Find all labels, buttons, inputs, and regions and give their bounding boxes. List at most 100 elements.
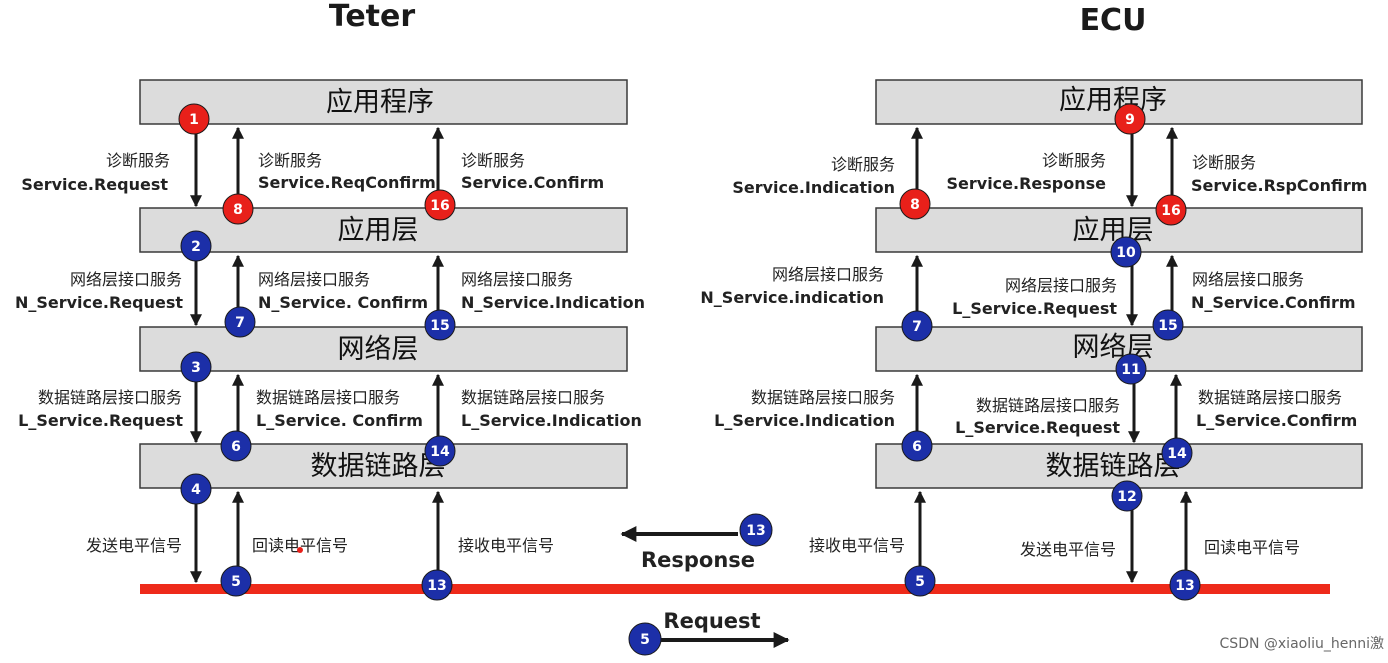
cursor-dot (297, 547, 303, 553)
ecu-n-conf-en: N_Service.Confirm (1191, 293, 1356, 312)
ecu-n-ind-cn: 网络层接口服务 (772, 265, 884, 284)
tester-n-conf-en: N_Service. Confirm (258, 293, 428, 312)
ecu-diag-rspconf-cn: 诊断服务 (1192, 153, 1256, 172)
tester-n-ind-en: N_Service.Indication (461, 293, 645, 312)
ecu-dll-layer-label: 数据链路层 (1046, 451, 1181, 482)
step-12-badge: 12 (1111, 480, 1143, 512)
ecu-diag-rspconf-en: Service.RspConfirm (1191, 176, 1367, 195)
ecu-diag-resp-en: Service.Response (947, 174, 1107, 193)
ecu-app-program-label: 应用程序 (1059, 85, 1167, 116)
tester-diag-reqconf-en: Service.ReqConfirm (258, 173, 436, 192)
ecu-l-req-en: L_Service.Request (955, 418, 1120, 437)
step-7-badge: 7 (901, 310, 933, 342)
ecu-readback-signal: 回读电平信号 (1204, 538, 1300, 557)
step-16-badge: 16 (424, 189, 456, 221)
tester-app-layer-label: 应用层 (338, 215, 419, 246)
ecu-l-ind-cn: 数据链路层接口服务 (751, 388, 895, 407)
tester-l-conf-cn: 数据链路层接口服务 (256, 388, 400, 407)
ecu-mid-l-req-cn: 网络层接口服务 (1005, 276, 1117, 295)
svg-text:3: 3 (191, 360, 201, 376)
tester-readback-signal: 回读电平信号 (252, 536, 348, 555)
step-8-badge: 8 (222, 193, 254, 225)
tester-net-layer-label: 网络层 (338, 334, 419, 365)
tester-dll-layer-box (139, 443, 628, 489)
svg-text:8: 8 (233, 202, 243, 218)
svg-text:8: 8 (910, 197, 920, 213)
ecu-diag-ind-en: Service.Indication (732, 178, 895, 197)
step-13-badge: 13 (1169, 569, 1201, 601)
step-5-badge: 5 (904, 565, 936, 597)
svg-text:7: 7 (235, 315, 245, 331)
svg-text:11: 11 (1121, 362, 1140, 378)
tester-n-req-cn: 网络层接口服务 (70, 270, 182, 289)
step-2-badge: 2 (180, 230, 212, 262)
tester-receive-signal: 接收电平信号 (458, 536, 554, 555)
tester-diag-reqconf-cn: 诊断服务 (258, 151, 322, 170)
svg-text:6: 6 (231, 439, 241, 455)
step-13-badge: 13 (421, 569, 453, 601)
ecu-l-conf-cn: 数据链路层接口服务 (1198, 388, 1342, 407)
svg-text:5: 5 (915, 574, 925, 590)
ecu-l-req-cn: 数据链路层接口服务 (976, 396, 1120, 415)
svg-text:5: 5 (231, 574, 241, 590)
tester-net-layer-box (139, 326, 628, 372)
tester-l-ind-en: L_Service.Indication (461, 411, 642, 430)
svg-text:5: 5 (640, 632, 650, 648)
tester-arrows (190, 126, 444, 584)
tester-diag-req-cn: 诊断服务 (106, 151, 170, 170)
ecu-diag-ind-cn: 诊断服务 (831, 155, 895, 174)
ecu-steps: 9 8 16 10 7 15 11 6 14 12 5 13 (899, 103, 1201, 601)
ecu-n-conf-cn: 网络层接口服务 (1192, 270, 1304, 289)
step-5-badge: 5 (220, 565, 252, 597)
step-5-request-badge: 5 (628, 622, 662, 656)
ecu-labels: 诊断服务 Service.Indication 诊断服务 Service.Res… (700, 151, 1367, 559)
step-13-response-badge: 13 (739, 513, 773, 547)
svg-text:15: 15 (1158, 318, 1177, 334)
tester-app-program-label: 应用程序 (326, 87, 434, 118)
tester-diag-req-en: Service.Request (21, 175, 168, 194)
step-10-badge: 10 (1110, 236, 1142, 268)
step-4-badge: 4 (180, 473, 212, 505)
bus-line (140, 584, 1330, 594)
watermark-text: CSDN @xiaoliu_henni激 (1220, 635, 1384, 652)
step-15-badge: 15 (1152, 309, 1184, 341)
ecu-l-ind-en: L_Service.Indication (714, 411, 895, 430)
svg-text:6: 6 (912, 439, 922, 455)
ecu-send-signal: 发送电平信号 (1020, 540, 1116, 559)
svg-text:14: 14 (430, 444, 450, 460)
ecu-receive-signal: 接收电平信号 (809, 536, 905, 555)
svg-text:12: 12 (1117, 489, 1136, 505)
svg-text:7: 7 (912, 319, 922, 335)
ecu-l-conf-en: L_Service.Confirm (1196, 411, 1357, 430)
tester-stack: 应用程序 应用层 网络层 数据链路层 (139, 79, 628, 489)
svg-text:14: 14 (1167, 446, 1187, 462)
response-label: Response (641, 548, 755, 572)
step-3-badge: 3 (180, 351, 212, 383)
step-6-badge: 6 (220, 430, 252, 462)
tester-n-req-en: N_Service.Request (15, 293, 183, 312)
step-1-badge: 1 (178, 103, 210, 135)
svg-text:15: 15 (430, 318, 449, 334)
ecu-n-ind-en: N_Service.indication (700, 288, 884, 307)
step-14-badge: 14 (424, 435, 456, 467)
tester-l-req-cn: 数据链路层接口服务 (38, 388, 182, 407)
step-11-badge: 11 (1115, 353, 1147, 385)
step-8-badge: 8 (899, 188, 931, 220)
tester-l-ind-cn: 数据链路层接口服务 (461, 388, 605, 407)
svg-text:4: 4 (191, 482, 201, 498)
svg-text:9: 9 (1125, 112, 1135, 128)
tester-n-conf-cn: 网络层接口服务 (258, 270, 370, 289)
tester-n-ind-cn: 网络层接口服务 (461, 270, 573, 289)
svg-text:13: 13 (1175, 578, 1194, 594)
ecu-title: ECU (1080, 3, 1147, 38)
step-15-badge: 15 (424, 309, 456, 341)
tester-steps: 1 8 16 2 7 15 3 6 14 4 5 13 (178, 103, 456, 601)
tester-diag-conf-cn: 诊断服务 (461, 151, 525, 170)
step-6-badge: 6 (901, 430, 933, 462)
tester-l-conf-en: L_Service. Confirm (256, 411, 423, 430)
tester-title: Teter (329, 0, 416, 34)
svg-text:16: 16 (1161, 203, 1180, 219)
svg-text:1: 1 (189, 112, 199, 128)
tester-app-program-box (139, 79, 628, 125)
